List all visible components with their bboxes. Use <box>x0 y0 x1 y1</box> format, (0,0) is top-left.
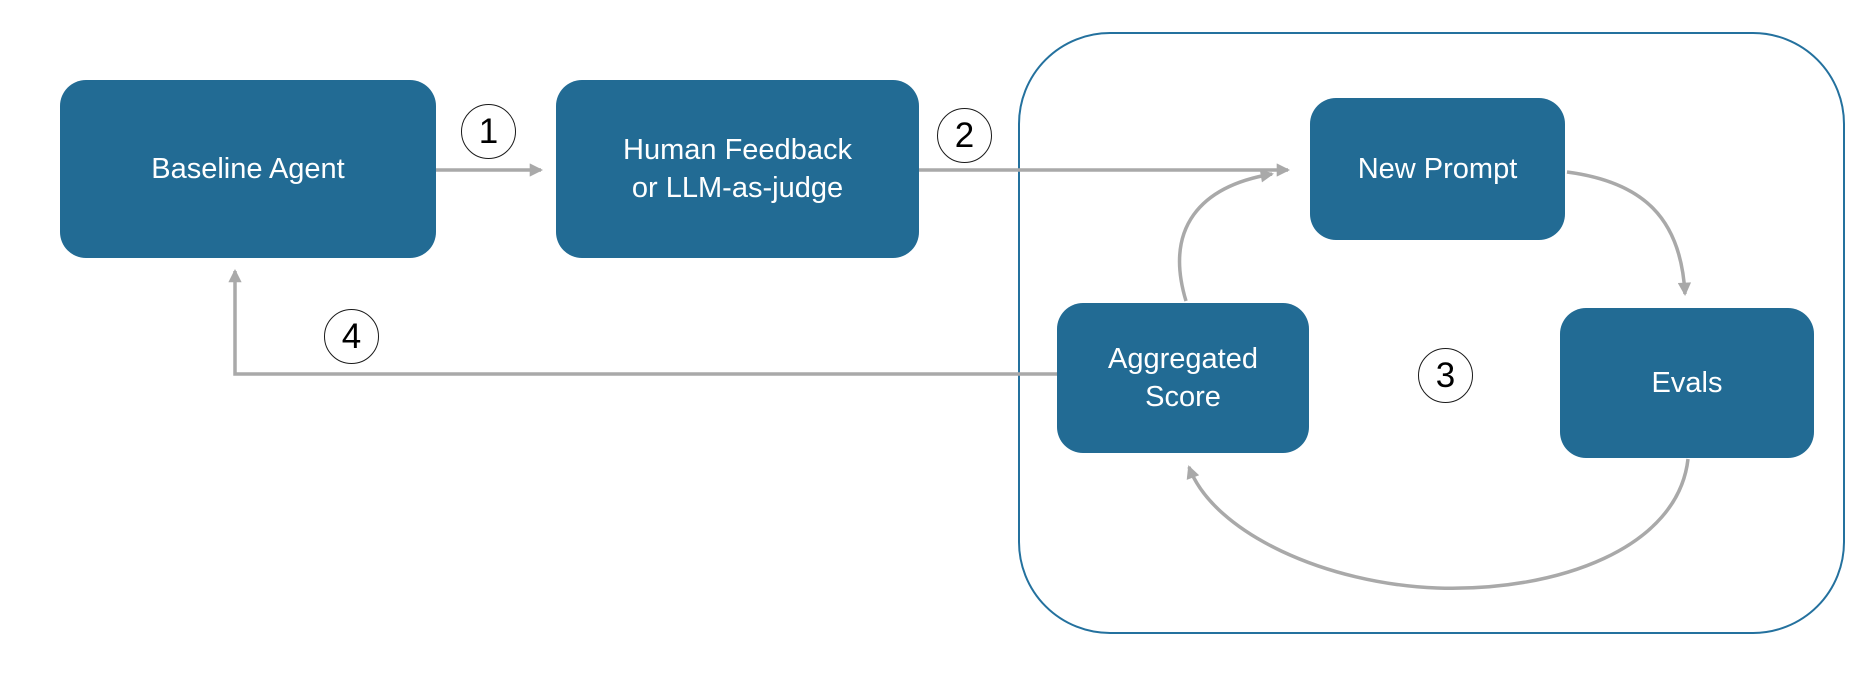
node-new-prompt-label: New Prompt <box>1357 152 1518 185</box>
node-evals: Evals <box>1560 308 1814 458</box>
arrow-cycle-new-prompt-to-evals <box>1566 170 1692 296</box>
step-badge-1-number: 1 <box>478 111 499 151</box>
node-aggregated-score-label: Aggregated Score <box>1108 342 1258 413</box>
cycle-container <box>1018 32 1845 634</box>
step-badge-2: 2 <box>937 108 992 163</box>
node-human-feedback-label: Human Feedback or LLM-as-judge <box>623 133 852 204</box>
arrow-cycle-evals-to-aggregated <box>1186 458 1690 590</box>
step-badge-3: 3 <box>1418 348 1473 403</box>
node-new-prompt: New Prompt <box>1310 98 1565 240</box>
node-baseline-agent: Baseline Agent <box>60 80 436 258</box>
node-evals-label: Evals <box>1651 366 1723 399</box>
step-badge-2-number: 2 <box>954 115 975 155</box>
arrow-step-4 <box>228 269 1057 376</box>
node-aggregated-score: Aggregated Score <box>1057 303 1309 453</box>
step-badge-3-number: 3 <box>1435 355 1456 395</box>
step-badge-1: 1 <box>461 104 516 159</box>
step-badge-4-number: 4 <box>341 316 362 356</box>
step-badge-4: 4 <box>324 309 379 364</box>
node-baseline-agent-label: Baseline Agent <box>151 152 345 185</box>
arrow-cycle-aggregated-to-new-prompt <box>1177 169 1274 302</box>
node-human-feedback: Human Feedback or LLM-as-judge <box>556 80 919 258</box>
